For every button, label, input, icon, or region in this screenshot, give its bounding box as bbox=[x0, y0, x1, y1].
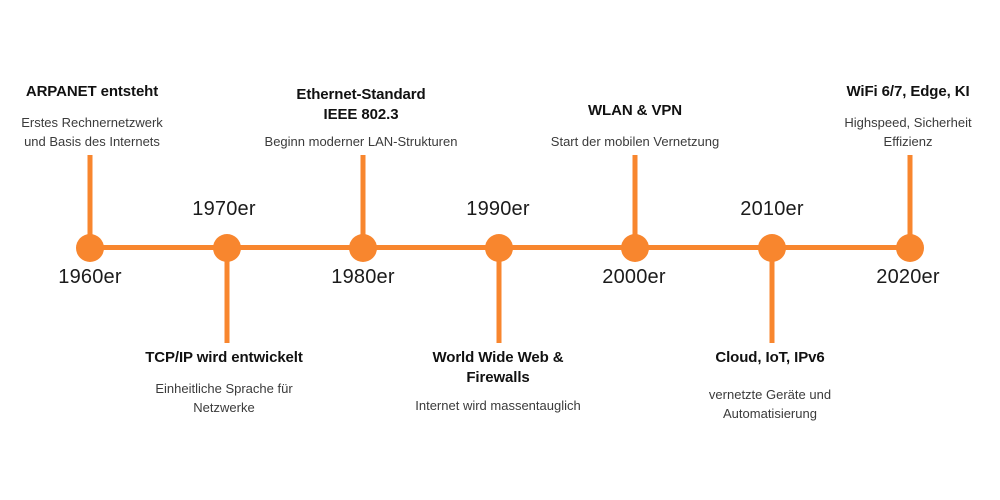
milestone-title-1980er: Ethernet-Standard IEEE 802.3 bbox=[236, 85, 486, 126]
timeline-node-1980er[interactable] bbox=[349, 234, 377, 262]
decade-label-1990er: 1990er bbox=[466, 198, 530, 220]
milestone-1990er: World Wide Web & Firewalls Internet wird… bbox=[373, 348, 623, 415]
connector-stem-1980er bbox=[360, 155, 366, 250]
milestone-desc-2010er-line2: Automatisierung bbox=[723, 406, 817, 422]
milestone-1960er: ARPANET entsteht Erstes Rechnernetzwerk … bbox=[0, 82, 207, 152]
milestone-2000er: WLAN & VPN Start der mobilen Vernetzung bbox=[510, 101, 760, 152]
milestone-2020er: WiFi 6/7, Edge, KI Highspeed, Sicherheit… bbox=[793, 82, 1000, 152]
timeline-node-1990er[interactable] bbox=[485, 234, 513, 262]
milestone-title-2020er: WiFi 6/7, Edge, KI bbox=[846, 83, 970, 101]
milestone-1980er: Ethernet-Standard IEEE 802.3 Beginn mode… bbox=[236, 85, 486, 152]
connector-stem-1960er bbox=[87, 155, 93, 250]
timeline-node-1960er[interactable] bbox=[76, 234, 104, 262]
connector-stem-1990er bbox=[496, 248, 502, 343]
connector-stem-1970er bbox=[224, 248, 230, 343]
decade-label-2000er: 2000er bbox=[602, 266, 666, 288]
milestone-desc-1970er-line2: Netzwerke bbox=[193, 400, 255, 416]
milestone-title-1970er: TCP/IP wird entwickelt bbox=[145, 349, 303, 366]
timeline-node-2020er[interactable] bbox=[896, 234, 924, 262]
connector-stem-2010er bbox=[769, 248, 775, 343]
milestone-desc-2020er-line2: Effizienz bbox=[883, 134, 933, 150]
milestone-desc-1960er-line2: und Basis des Internets bbox=[24, 134, 160, 150]
milestone-desc-1980er-line1: Beginn moderner LAN-Strukturen bbox=[264, 134, 458, 150]
milestone-title-1980er-line1: Ethernet-Standard bbox=[296, 85, 426, 103]
milestone-title-1960er: ARPANET entsteht bbox=[25, 83, 159, 101]
decade-label-2020er: 2020er bbox=[876, 266, 940, 288]
milestone-desc-1990er-line1: Internet wird massentauglich bbox=[415, 397, 581, 413]
milestone-title-1990er-line2: Firewalls bbox=[466, 369, 530, 387]
connector-stem-2020er bbox=[907, 155, 913, 250]
milestone-title-2010er: Cloud, IoT, IPv6 bbox=[715, 349, 825, 366]
decade-label-1970er: 1970er bbox=[192, 198, 256, 220]
milestone-title-1980er-line2: IEEE 802.3 bbox=[323, 105, 399, 123]
milestone-desc-1970er-line1: Einheitliche Sprache für bbox=[155, 381, 293, 397]
decade-label-2010er: 2010er bbox=[740, 198, 804, 220]
milestone-desc-2000er-line1: Start der mobilen Vernetzung bbox=[550, 134, 720, 150]
timeline-node-2010er[interactable] bbox=[758, 234, 786, 262]
milestone-title-2000er: WLAN & VPN bbox=[588, 101, 682, 119]
decade-label-1960er: 1960er bbox=[58, 266, 122, 288]
milestone-1970er: TCP/IP wird entwickelt Einheitliche Spra… bbox=[109, 348, 339, 418]
milestone-2010er: Cloud, IoT, IPv6 vernetzte Geräte und Au… bbox=[655, 348, 885, 424]
connector-stem-2000er bbox=[632, 155, 638, 250]
milestone-desc-2020er-line1: Highspeed, Sicherheit bbox=[844, 115, 972, 131]
milestone-desc-1960er-line1: Erstes Rechnernetzwerk bbox=[21, 115, 163, 131]
milestone-title-1990er: World Wide Web & Firewalls bbox=[373, 348, 623, 389]
timeline-node-2000er[interactable] bbox=[621, 234, 649, 262]
milestone-title-1990er-line1: World Wide Web & bbox=[432, 349, 564, 366]
milestone-desc-2010er-line1: vernetzte Geräte und bbox=[708, 387, 832, 403]
timeline-node-1970er[interactable] bbox=[213, 234, 241, 262]
decade-label-1980er: 1980er bbox=[331, 266, 395, 288]
